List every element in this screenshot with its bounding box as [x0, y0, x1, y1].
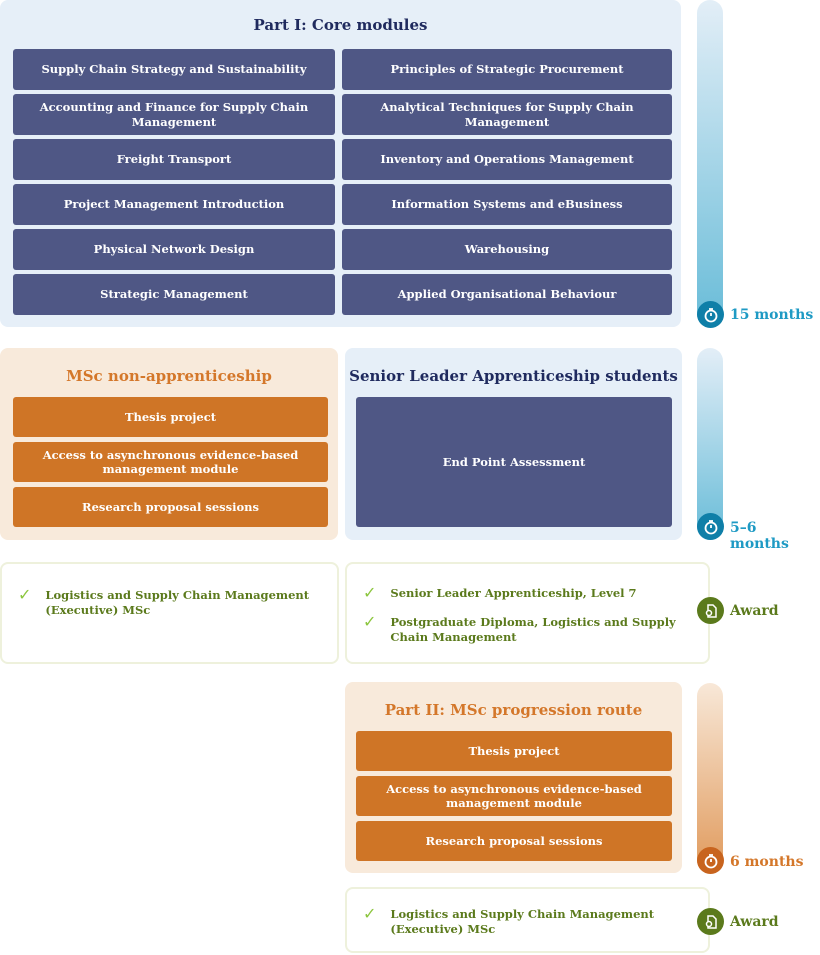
award-certificate-icon: [697, 908, 724, 935]
core-module: Warehousing: [342, 229, 672, 270]
award-label: Award: [730, 914, 779, 930]
timeline-bar-part1: [697, 0, 723, 327]
award-item: ✓ Postgraduate Diploma, Logistics and Sup…: [363, 611, 692, 645]
timeline-bar-section2: [697, 348, 723, 540]
core-module: Analytical Techniques for Supply Chain M…: [342, 94, 672, 135]
duration-part2: 6 months: [730, 854, 804, 870]
core-module: Freight Transport: [13, 139, 335, 180]
core-module: Physical Network Design: [13, 229, 335, 270]
award-text: Logistics and Supply Chain Management (E…: [390, 907, 655, 936]
part2-item: Research proposal sessions: [356, 821, 672, 861]
award-sla-box: ✓ Senior Leader Apprenticeship, Level 7 ✓…: [345, 562, 710, 664]
core-module: Information Systems and eBusiness: [342, 184, 672, 225]
stopwatch-icon: [697, 847, 724, 874]
award-text: Postgraduate Diploma, Logistics and Supp…: [390, 614, 676, 644]
award-label: Award: [730, 603, 779, 619]
timeline-bar-part2: [697, 683, 723, 873]
core-module: Strategic Management: [13, 274, 335, 315]
msc-item: Thesis project: [13, 397, 328, 437]
award-certificate-icon: [697, 597, 724, 624]
msc-title: MSc non-apprenticeship: [66, 367, 272, 385]
part1-title: Part I: Core modules: [253, 16, 428, 34]
check-icon: ✓: [363, 904, 377, 923]
part2-title: Part II: MSc progression route: [384, 701, 643, 719]
sla-title: Senior Leader Apprenticeship students: [349, 367, 678, 385]
part2-item: Thesis project: [356, 731, 672, 771]
msc-item: Access to asynchronous evidence-based ma…: [13, 442, 328, 482]
award-part2-box: ✓ Logistics and Supply Chain Management (…: [345, 887, 710, 953]
award-item: ✓ Logistics and Supply Chain Management (…: [363, 904, 692, 937]
award-msc-box: ✓ Logistics and Supply Chain Management (…: [0, 562, 339, 664]
award-item: ✓ Logistics and Supply Chain Management (…: [18, 585, 321, 618]
award-text: Logistics and Supply Chain Management (E…: [45, 588, 310, 617]
award-item: ✓ Senior Leader Apprenticeship, Level 7: [363, 583, 692, 602]
end-point-assessment: End Point Assessment: [356, 397, 672, 527]
award-text: Senior Leader Apprenticeship, Level 7: [390, 586, 637, 600]
core-module: Applied Organisational Behaviour: [342, 274, 672, 315]
msc-item: Research proposal sessions: [13, 487, 328, 527]
core-module: Principles of Strategic Procurement: [342, 49, 672, 90]
check-icon: ✓: [18, 585, 32, 604]
part2-item: Access to asynchronous evidence-based ma…: [356, 776, 672, 816]
duration-section2: 5–6 months: [730, 520, 789, 552]
core-module: Inventory and Operations Management: [342, 139, 672, 180]
duration-part1: 15 months: [730, 307, 814, 323]
check-icon: ✓: [363, 583, 377, 602]
core-module: Supply Chain Strategy and Sustainability: [13, 49, 335, 90]
core-module: Project Management Introduction: [13, 184, 335, 225]
stopwatch-icon: [697, 301, 724, 328]
check-icon: ✓: [363, 611, 377, 631]
core-module: Accounting and Finance for Supply Chain …: [13, 94, 335, 135]
stopwatch-icon: [697, 513, 724, 540]
